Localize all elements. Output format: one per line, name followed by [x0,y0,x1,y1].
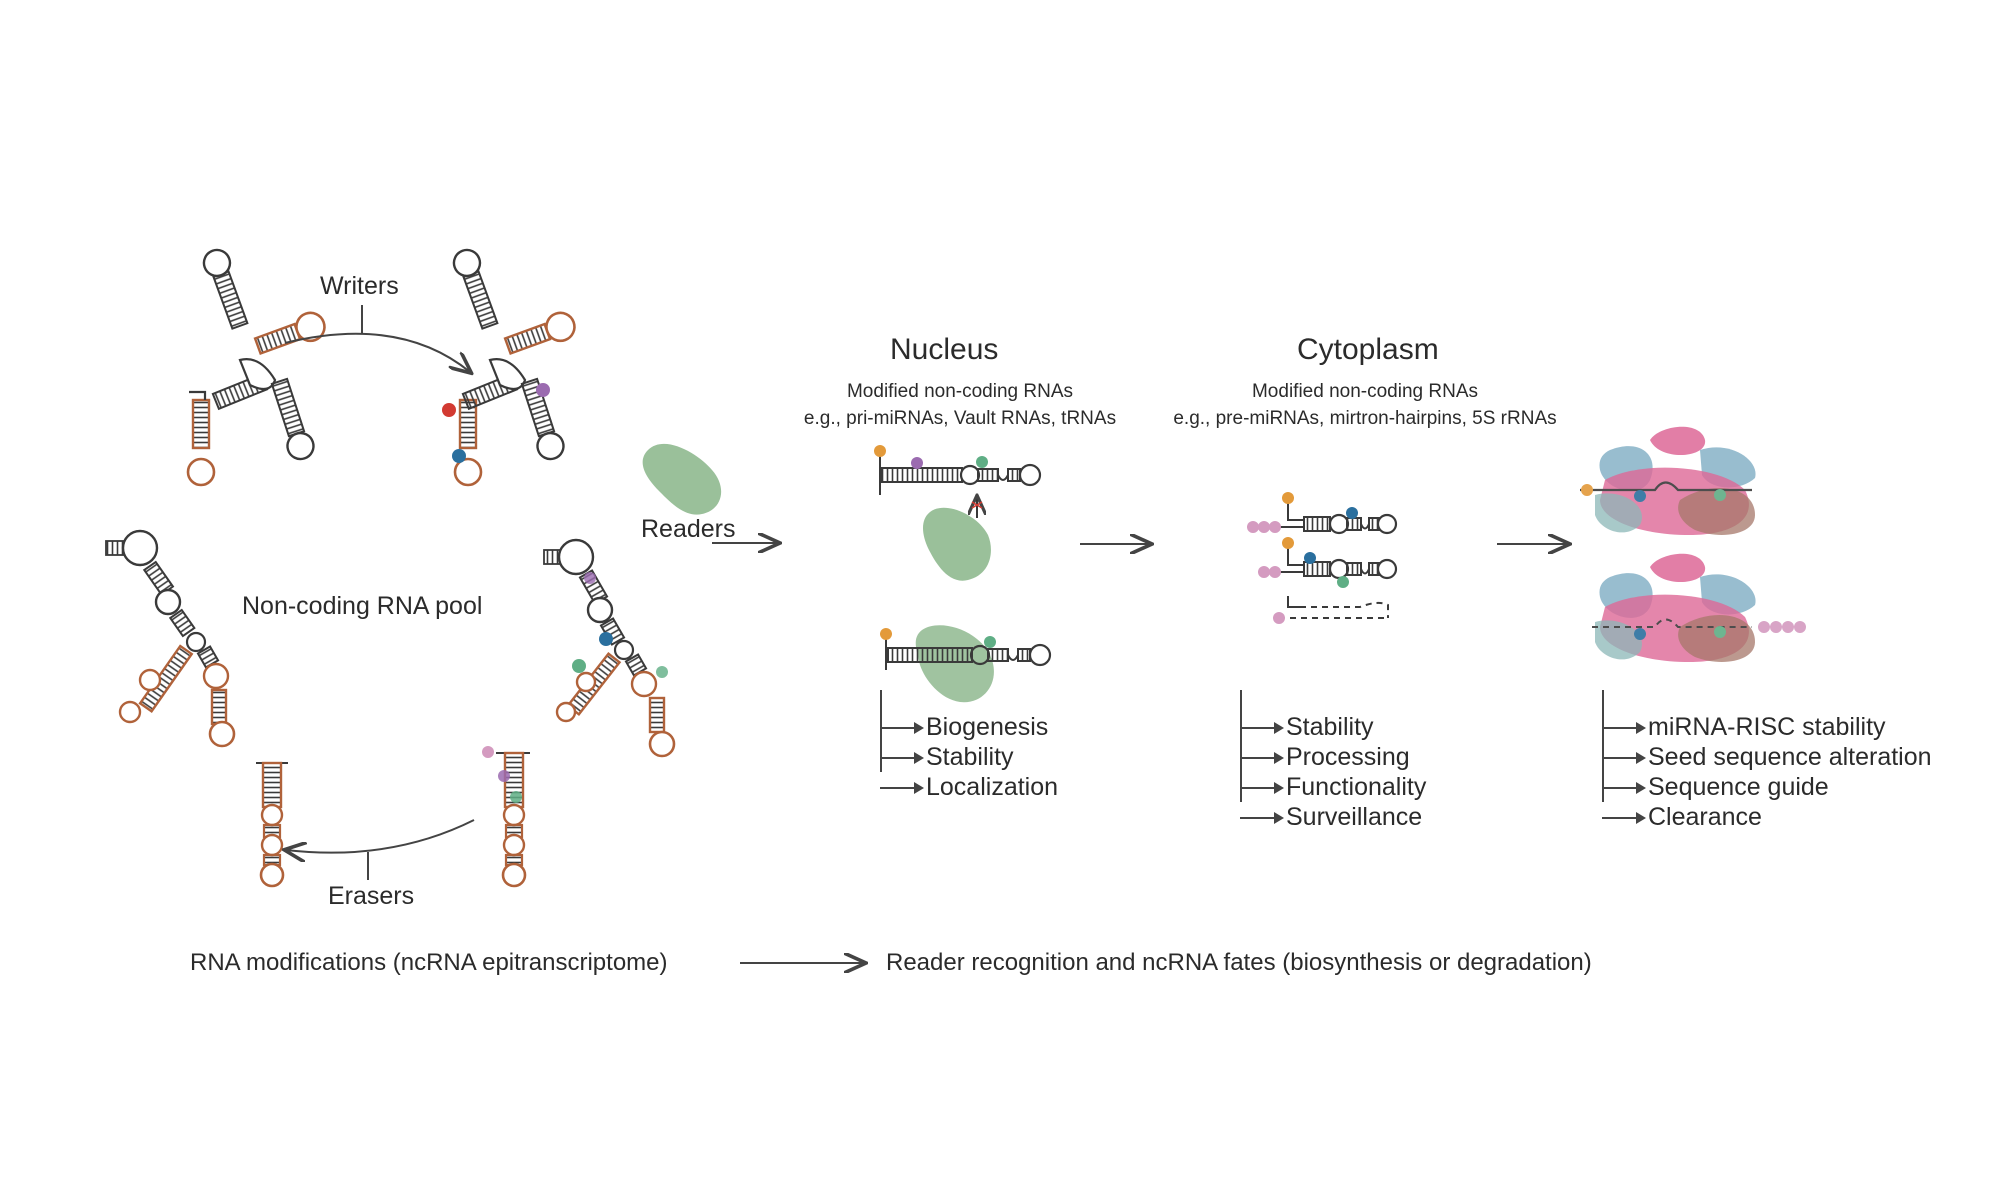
mod-dot-blue [1634,628,1646,640]
mod-dot-green [1714,489,1726,501]
mod-dot-purple [536,383,550,397]
mod-dot-pink [1258,566,1270,578]
caption-right: Reader recognition and ncRNA fates (bios… [886,949,1592,976]
hairpin-modified [482,746,530,888]
nucleus-rna-bound [880,625,1052,703]
cytoplasm-subtitle: Modified non-coding RNAs e.g., pre-miRNA… [1150,378,1580,432]
mod-dot-green [510,791,522,803]
mod-dot-blue [599,632,613,646]
cytoplasm-subtitle-line1: Modified non-coding RNAs [1251,381,1478,402]
cytoplasm-rna-degraded [1273,596,1389,624]
arrow-icon [880,712,926,742]
mod-dot-pink [1770,621,1782,633]
pool-label: Non-coding RNA pool [242,592,483,620]
mod-dot-pink [1247,521,1259,533]
cytoplasm-rna-2 [1258,537,1398,588]
arrow-icon [1602,802,1648,832]
mod-dot-green [656,666,668,678]
writers-label: Writers [320,272,399,300]
caption-left: RNA modifications (ncRNA epitranscriptom… [190,949,668,976]
fate-item: Surveillance [1240,802,1426,832]
erasers-arrow [286,819,475,853]
nucleus-fates-list: Biogenesis Stability Localization [880,690,1058,802]
mod-dot-pink [1269,521,1281,533]
arrow-icon [1240,712,1286,742]
fate-item: miRNA-RISC stability [1602,712,1932,742]
hairpin-unmodified [256,761,288,888]
reader-protein-icon [642,443,722,515]
mod-dot-purple [584,572,596,584]
mod-dot-green [976,456,988,468]
cytoplasm-fates-list: Stability Processing Functionality Surve… [1240,690,1426,832]
erasers-label: Erasers [328,882,415,910]
branched-rna-unmodified [105,529,236,748]
nucleus-subtitle-line2: e.g., pri-miRNAs, Vault RNAs, tRNAs [803,408,1117,429]
mod-dot-pink [1269,566,1281,578]
nucleus-title: Nucleus [890,333,999,366]
arrow-icon [1240,802,1286,832]
mod-dot-green [1714,626,1726,638]
mod-dot-orange [880,628,892,640]
risc-complex-intact [1580,426,1756,535]
arrow-icon [1602,772,1648,802]
mod-dot-orange [1282,492,1294,504]
arrow-icon [1602,712,1648,742]
fate-item: Localization [880,772,1058,802]
mod-dot-pink [1794,621,1806,633]
fate-item: Processing [1240,742,1426,772]
risc-fates-list: miRNA-RISC stability Seed sequence alter… [1602,690,1932,832]
mod-dot-green [572,659,586,673]
cytoplasm-subtitle-line2: e.g., pre-miRNAs, mirtron-hairpins, 5S r… [1173,408,1557,429]
fate-item: Stability [1240,712,1426,742]
mod-dot-purple [911,457,923,469]
mod-dot-blue [1346,507,1358,519]
writers-arrow [284,332,470,372]
fate-item: Biogenesis [880,712,1058,742]
mod-dot-purple [498,770,510,782]
trna-unmodified [186,248,326,487]
arrow-icon [880,772,926,802]
nucleus-subtitle-line1: Modified non-coding RNAs [846,381,1073,402]
mod-dot-blue [1634,490,1646,502]
reader-protein-icon [923,507,991,581]
arrow-icon [1240,742,1286,772]
branched-rna-modified [543,538,676,758]
readers-label: Readers [641,515,736,543]
trna-modified [442,248,576,487]
mod-dot-pink [1273,612,1285,624]
fate-item: Stability [880,742,1058,772]
arrow-icon [1602,742,1648,772]
mod-dot-orange [874,445,886,457]
fate-item: Clearance [1602,802,1932,832]
arrow-icon [1240,772,1286,802]
fate-item: Seed sequence alteration [1602,742,1932,772]
arrow-icon [880,742,926,772]
mod-dot-green [1337,576,1349,588]
mod-dot-pink [482,746,494,758]
cytoplasm-title: Cytoplasm [1297,333,1439,366]
risc-complex-degrading [1592,553,1806,662]
mod-dot-orange [1581,484,1593,496]
fate-item: Functionality [1240,772,1426,802]
fate-item: Sequence guide [1602,772,1932,802]
nucleus-subtitle: Modified non-coding RNAs e.g., pri-miRNA… [780,378,1140,432]
mod-dot-blue [1304,552,1316,564]
nucleus-rna-top [874,445,1042,495]
mod-dot-orange [1282,537,1294,549]
mod-dot-pink [1782,621,1794,633]
mod-dot-blue [452,449,466,463]
cytoplasm-rna-1 [1247,492,1398,535]
mod-dot-green [984,636,996,648]
mod-dot-pink [1258,521,1270,533]
mod-dot-pink [1758,621,1770,633]
mod-dot-red [442,403,456,417]
